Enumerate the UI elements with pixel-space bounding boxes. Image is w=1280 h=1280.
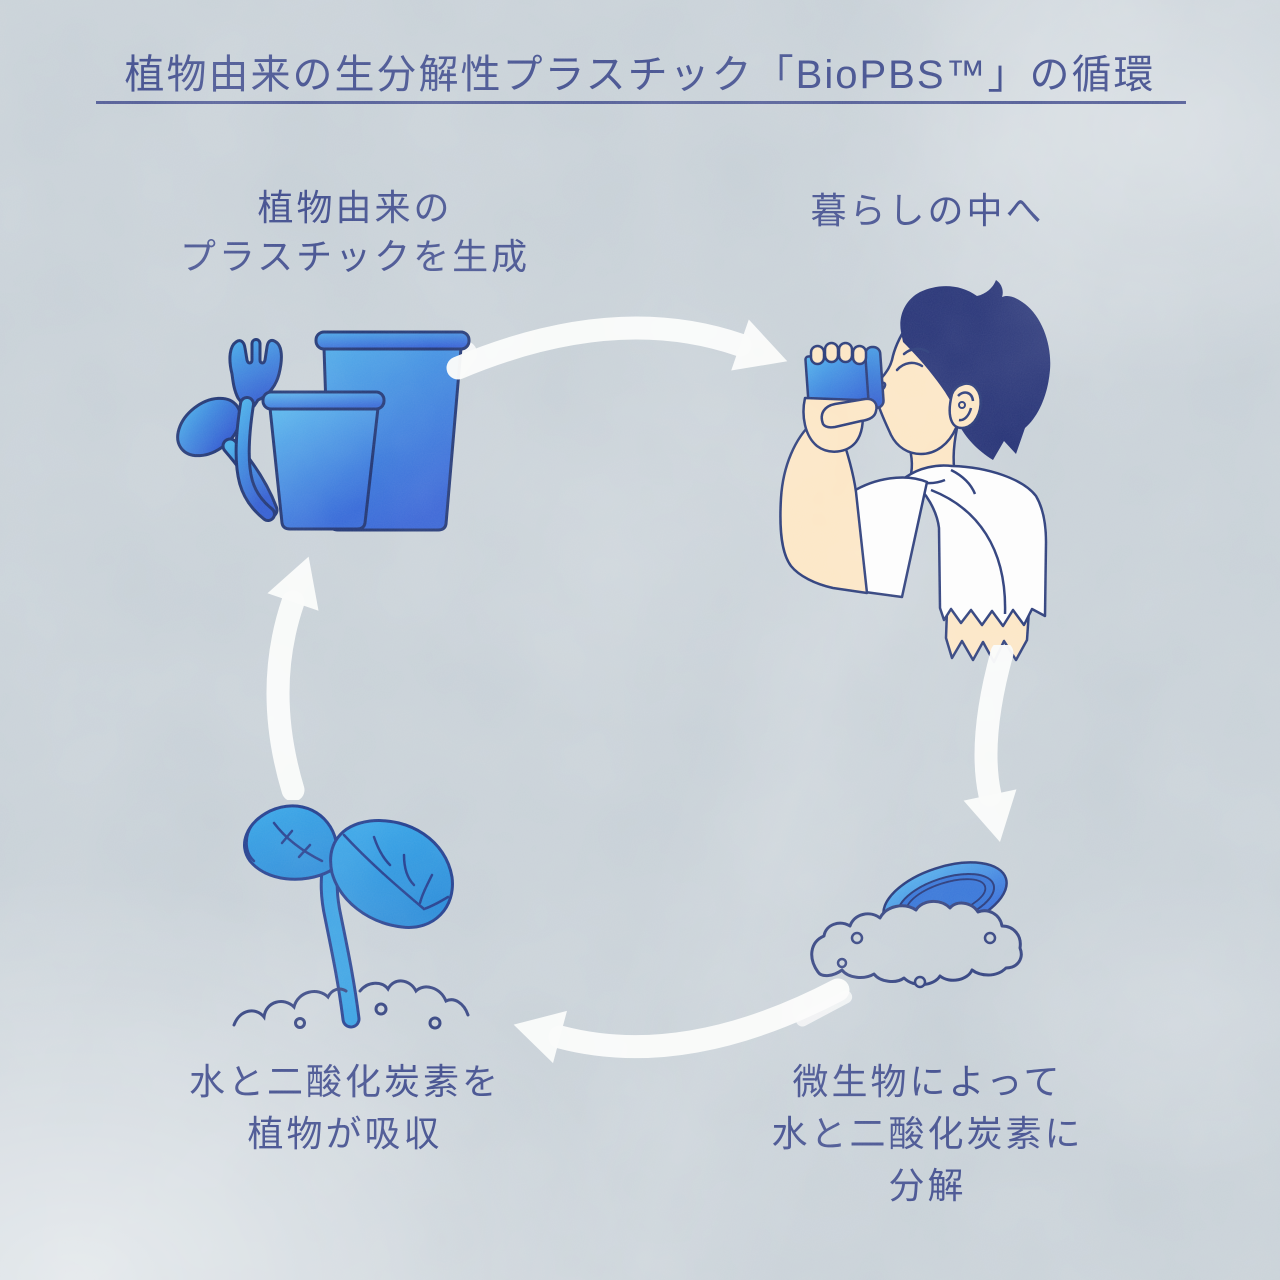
step-label-line: 植物が吸収	[247, 1113, 443, 1154]
seedling-illustration	[232, 804, 470, 1030]
step-label-daily-life: 暮らしの中へ	[755, 185, 1100, 237]
curved-arrow-down-icon	[963, 645, 1017, 842]
left-leaf	[243, 804, 339, 881]
small-cup-icon	[261, 390, 386, 531]
step-label-line: 植物由来の	[257, 187, 453, 228]
page-title: 植物由来の生分解性プラスチック「BioPBS™」の循環	[124, 53, 1156, 97]
step-label-line: 分解	[888, 1165, 967, 1206]
step-label-line: 水と二酸化炭素に	[771, 1113, 1084, 1154]
curved-arrow-up-icon	[266, 556, 319, 800]
right-leaf	[329, 819, 454, 929]
curved-arrow-left-icon	[513, 978, 850, 1064]
shirt	[904, 464, 1048, 628]
step-label-produce: 植物由来の プラスチックを生成	[155, 183, 555, 281]
step-label-line: プラスチックを生成	[179, 236, 531, 277]
ear-icon	[948, 382, 982, 430]
title-underline	[96, 101, 1186, 104]
step-label-line: 暮らしの中へ	[810, 190, 1045, 231]
curved-arrow-right-icon	[446, 316, 788, 380]
person-drinking-illustration	[779, 280, 1051, 664]
